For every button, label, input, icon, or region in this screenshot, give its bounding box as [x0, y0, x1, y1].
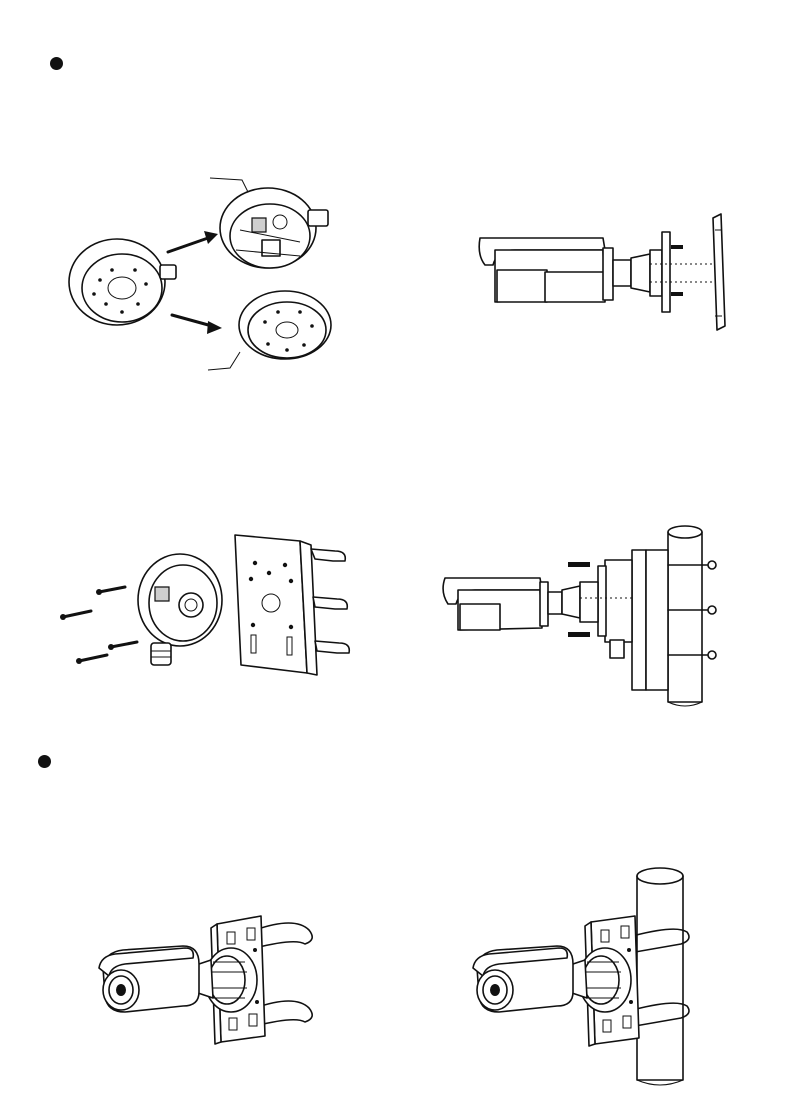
camera-pole-mount-side-icon	[440, 520, 720, 710]
pole-adapter-plate	[235, 535, 349, 675]
section-1-bullet	[50, 57, 63, 70]
assembled-junction-box	[69, 239, 176, 325]
section-2-bullet	[38, 755, 51, 768]
pole-adapter-screws-icon	[55, 525, 350, 695]
camera-pole-bracket-icon	[95, 910, 335, 1060]
pole	[668, 526, 702, 706]
pole	[637, 868, 683, 1085]
junction-box-exploded-icon	[60, 170, 350, 380]
camera-wall-mount-side-icon	[475, 210, 735, 335]
mounting-screws	[60, 587, 137, 664]
junction-box-cover	[239, 291, 331, 359]
camera-on-pole-icon	[465, 860, 705, 1090]
junction-box	[138, 554, 222, 665]
junction-box-back	[220, 188, 328, 268]
